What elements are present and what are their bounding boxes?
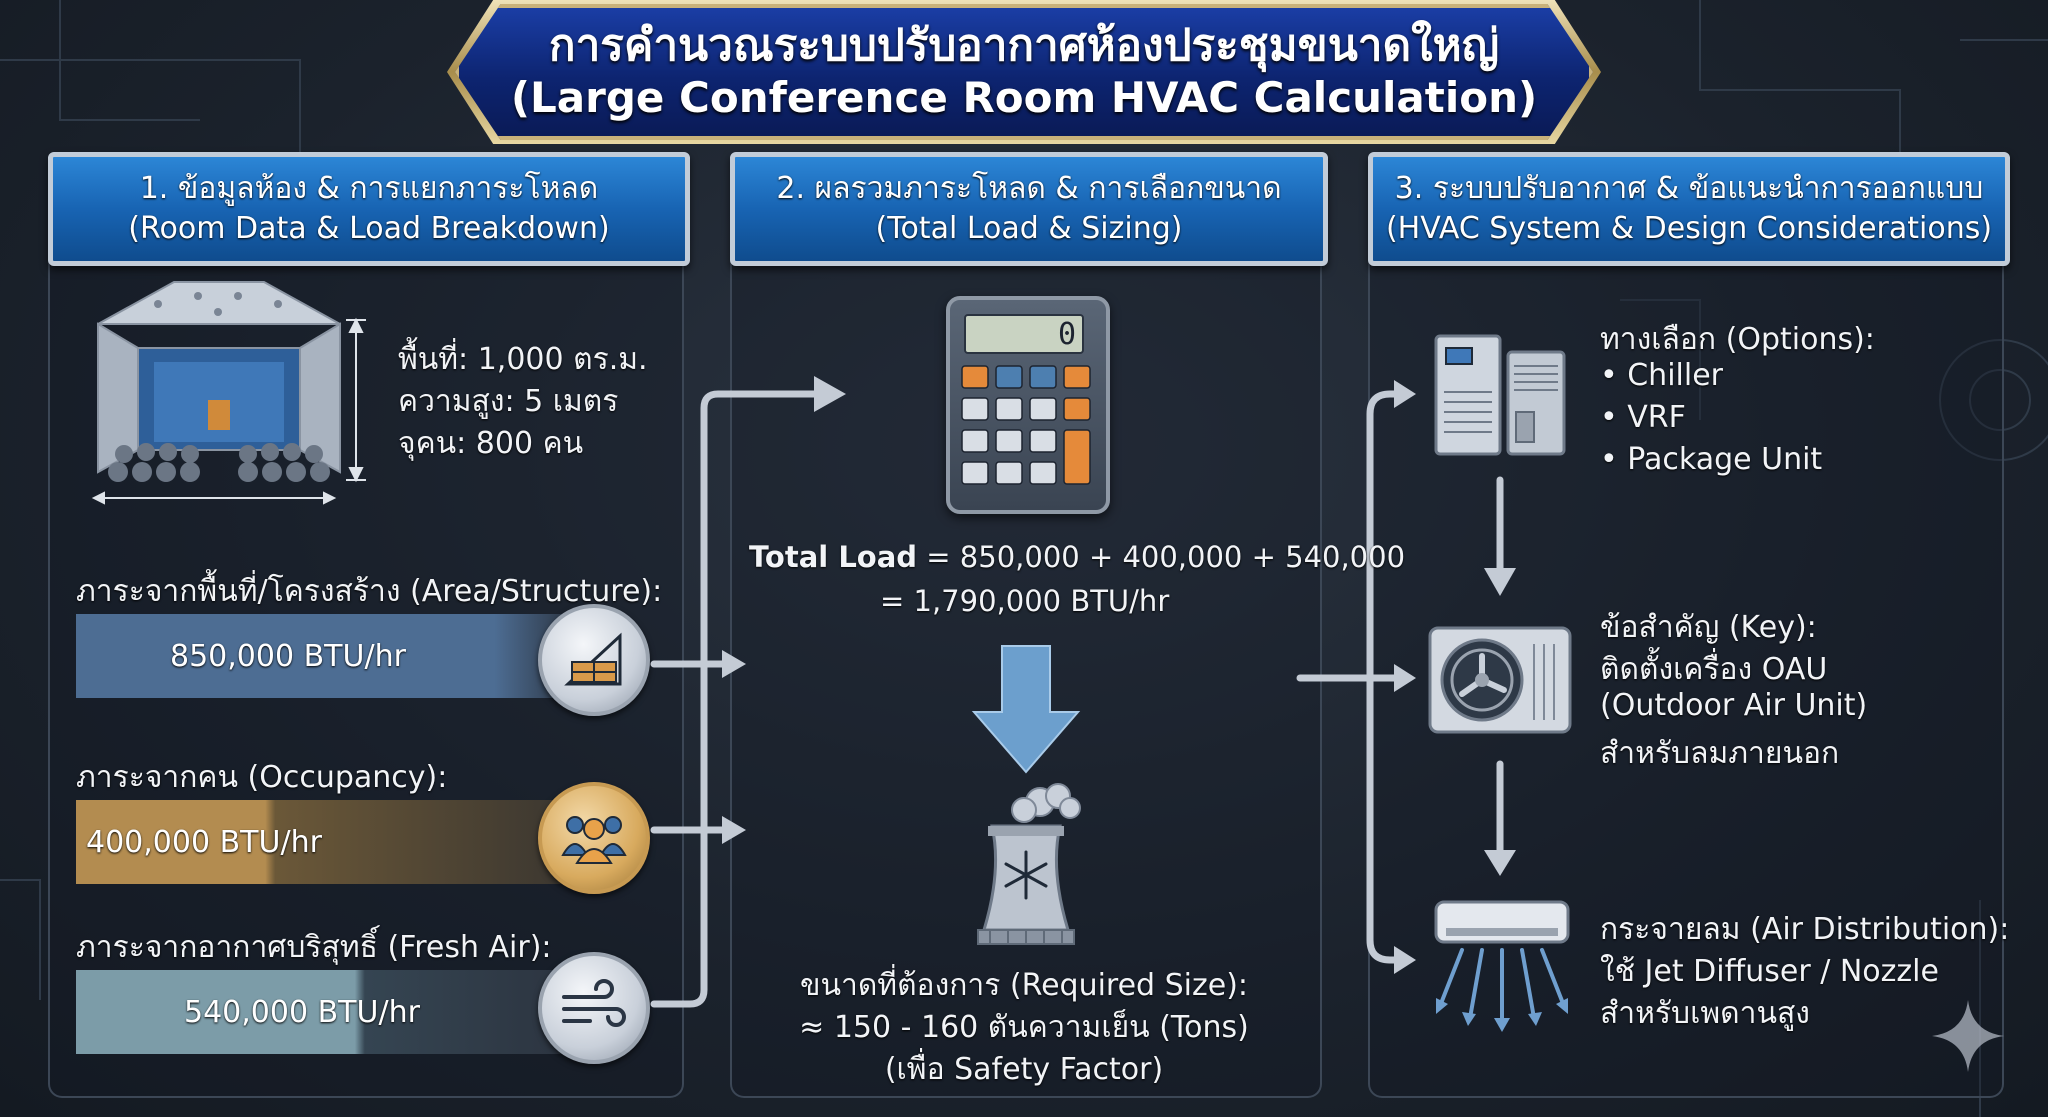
- column3-header: 3. ระบบปรับอากาศ & ข้อแนะนำการออกแบบ (HV…: [1368, 152, 2010, 266]
- room-height: ความสูง: 5 เมตร: [398, 384, 619, 419]
- load-area-value: 850,000 BTU/hr: [170, 638, 406, 674]
- load-area-label: ภาระจากพื้นที่/โครงสร้าง (Area/Structure…: [76, 574, 663, 609]
- total-load-line: Total Load = 850,000 + 400,000 + 540,000: [749, 540, 1405, 574]
- distribution-line-jet-diffuser: ใช้ Jet Diffuser / Nozzle: [1600, 954, 1939, 989]
- calculator-display: 0: [964, 314, 1084, 354]
- option-item-vrf: • VRF: [1600, 400, 1686, 435]
- key-line-install-oau: ติดตั้งเครื่อง OAU: [1600, 652, 1828, 687]
- column2-header: 2. ผลรวมภาระโหลด & การเลือกขนาด (Total L…: [730, 152, 1328, 266]
- column3-heading-thai: 3. ระบบปรับอากาศ & ข้อแนะนำการออกแบบ: [1394, 171, 1984, 206]
- chiller-units-icon: [1434, 334, 1566, 456]
- air-diffuser-icon: [1434, 900, 1570, 1032]
- down-arrow-icon: [971, 645, 1081, 774]
- load-fresh-air-circle: [538, 952, 650, 1064]
- area-structure-icon: [564, 632, 622, 686]
- title-english: (Large Conference Room HVAC Calculation): [510, 73, 1538, 122]
- distribution-line-high-ceiling: สำหรับเพดานสูง: [1600, 996, 1810, 1031]
- total-load-result: = 1,790,000 BTU/hr: [880, 584, 1170, 618]
- room-capacity: จุคน: 800 คน: [398, 426, 584, 461]
- load-occupancy-circle: [538, 782, 650, 894]
- conference-room-icon: [91, 281, 341, 505]
- room-area: พื้นที่: 1,000 ตร.ม.: [398, 342, 648, 377]
- height-dimension-icon: [346, 317, 366, 483]
- load-area-bar: 850,000 BTU/hr: [76, 614, 574, 698]
- calculator-icon: 0: [946, 296, 1110, 514]
- distribution-title: กระจายลม (Air Distribution):: [1600, 912, 2010, 947]
- option-item-chiller: • Chiller: [1600, 358, 1723, 393]
- load-fresh-air-bar: 540,000 BTU/hr: [76, 970, 574, 1054]
- cooling-tower-icon: [977, 783, 1081, 945]
- column1-heading-english: (Room Data & Load Breakdown): [128, 211, 610, 246]
- calculator-keypad: [961, 365, 1091, 485]
- total-load-label: Total Load: [749, 540, 918, 574]
- title-banner: การคำนวณระบบปรับอากาศห้องประชุมขนาดใหญ่ …: [455, 4, 1593, 140]
- column3-heading-english: (HVAC System & Design Considerations): [1385, 211, 1993, 246]
- key-line-fresh-air: สำหรับลมภายนอก: [1600, 736, 1840, 771]
- options-title: ทางเลือก (Options):: [1600, 322, 1875, 357]
- load-occupancy-label: ภาระจากคน (Occupancy):: [76, 760, 448, 795]
- key-line-outdoor-air-unit: (Outdoor Air Unit): [1600, 688, 1868, 723]
- load-fresh-air-value: 540,000 BTU/hr: [184, 994, 420, 1030]
- wind-icon: [562, 979, 626, 1027]
- title-thai: การคำนวณระบบปรับอากาศห้องประชุมขนาดใหญ่: [548, 20, 1500, 71]
- column1-heading-thai: 1. ข้อมูลห้อง & การแยกภาระโหลด: [139, 171, 599, 206]
- people-icon: [561, 816, 627, 864]
- outdoor-air-unit-icon: [1428, 626, 1572, 734]
- load-area-circle: [538, 604, 650, 716]
- option-item-package-unit: • Package Unit: [1600, 442, 1823, 477]
- column2-heading-english: (Total Load & Sizing): [875, 211, 1183, 246]
- sparkle-watermark-icon: [1932, 1000, 2004, 1072]
- total-load-formula: = 850,000 + 400,000 + 540,000: [926, 540, 1406, 574]
- column2-heading-thai: 2. ผลรวมภาระโหลด & การเลือกขนาด: [776, 171, 1282, 206]
- key-title: ข้อสำคัญ (Key):: [1600, 610, 1817, 645]
- load-occupancy-bar: 400,000 BTU/hr: [76, 800, 574, 884]
- required-size-title: ขนาดที่ต้องการ (Required Size):: [799, 968, 1249, 1003]
- load-fresh-air-label: ภาระจากอากาศบริสุทธิ์ (Fresh Air):: [76, 930, 552, 965]
- required-size-safety: (เพื่อ Safety Factor): [884, 1052, 1164, 1087]
- load-occupancy-value: 400,000 BTU/hr: [86, 824, 322, 860]
- required-size-tons: ≈ 150 - 160 ตันความเย็น (Tons): [799, 1010, 1249, 1045]
- column1-header: 1. ข้อมูลห้อง & การแยกภาระโหลด (Room Dat…: [48, 152, 690, 266]
